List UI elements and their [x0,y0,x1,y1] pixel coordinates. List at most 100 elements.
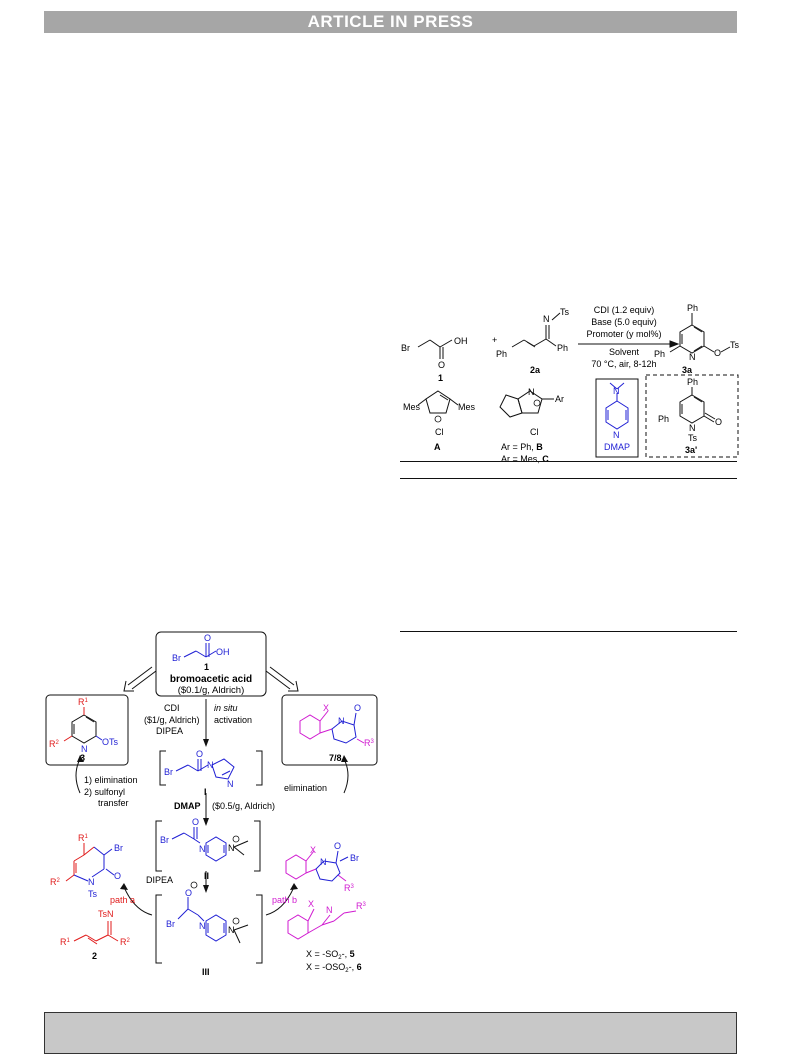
path-b-label: path b [272,895,297,905]
product-ph-left: Ph [654,349,665,359]
left-int-n: N [88,877,95,887]
right-int-r3: R3 [344,883,355,893]
cdi-price: ($1/g, Aldrich) [144,715,200,725]
table-header-rule [400,478,737,479]
promoter-bc-n: N [528,387,535,397]
left-int-o: O [114,871,121,881]
step-elimination-right: elimination [284,783,327,793]
sub56-n: N [326,905,333,915]
int2-o: O [192,817,199,827]
left-int-r2: R2 [50,877,61,887]
promoter-a-mes-right: Mes [458,402,476,412]
top-o: O [204,633,211,643]
insitu-label: in situ [214,703,238,713]
condition-solvent: Solvent [609,347,640,357]
reagent2-ph-right: Ph [557,343,568,353]
box78-n: N [338,716,345,726]
top-oh: OH [216,647,230,657]
left-int-br: Br [114,843,123,853]
step-elimination: 1) elimination [84,775,138,785]
promoter-a-cl: Cl [435,427,444,437]
box78-label: 7/8 [329,753,342,763]
reagent1-oh: OH [454,336,468,346]
plus-sign: + [492,335,497,345]
reagent2-n: N [543,314,550,324]
top-label: 1 [204,662,209,672]
footer-bar [44,1012,737,1054]
sideproduct-ph-top: Ph [687,377,698,387]
condition-temperature: 70 °C, air, 8-12h [591,359,656,369]
right-int-br: Br [350,853,359,863]
int3-label: III [202,967,210,977]
sideproduct-ts: Ts [688,433,698,443]
box3-n: N [81,744,88,754]
sideproduct-ph-left: Ph [658,414,669,424]
promoter-bc-ar: Ar [555,394,564,404]
dmap-step-label: DMAP [174,801,201,811]
promoter-bc-cl: Cl [530,427,539,437]
int1-o: O [196,749,203,759]
sideproduct-o: O [715,417,722,427]
product-label: 3a [682,365,693,375]
reaction-scheme: Br OH O 1 + Ph Ph N Ts 2a CDI (1.2 equiv… [401,303,740,464]
reagent2-ph-left: Ph [496,349,507,359]
box78-x: X [323,703,329,713]
top-name: bromoacetic acid [170,674,252,685]
condition-base: Base (5.0 equiv) [591,317,657,327]
right-int-x: X [310,845,316,855]
dipea-step-label: DIPEA [146,875,173,885]
x5-caption: X = -SO2-, 5 [306,949,355,961]
sideproduct-label: 3a' [685,445,697,455]
right-int-o: O [334,841,341,851]
product-ph-top: Ph [687,303,698,313]
sub56-x: X [308,899,314,909]
int3-n2: N [228,925,235,935]
reagent2-ts: Ts [560,307,570,317]
dipea-label: DIPEA [156,726,183,736]
int2-n2: N [228,843,235,853]
box3-ots: OTs [102,737,119,747]
int1-label: I [204,787,207,797]
x6-caption: X = -OSO2-, 6 [306,962,362,974]
dmap-n-top: N [613,386,620,396]
sub2-label: 2 [92,951,97,961]
reagent2-label: 2a [530,365,541,375]
box3-r1: R1 [78,697,89,707]
right-int-n: N [320,857,327,867]
int1-n2: N [227,779,234,789]
int2-br: Br [160,835,169,845]
left-int-ts: Ts [88,889,98,899]
promoter-c-caption: Ar = Mes, C [501,454,549,464]
reagent1-br: Br [401,343,410,353]
int1-n1: N [207,760,214,770]
sub2-r1: R1 [60,937,71,947]
int3-o: O [185,888,192,898]
sub2-r2: R2 [120,937,131,947]
top-price: ($0.1/g, Aldrich) [178,685,245,696]
box3-r2: R2 [49,739,60,749]
int3-br: Br [166,919,175,929]
product-o: O [714,348,721,358]
promoter-a-label: A [434,442,441,452]
activation-label: activation [214,715,252,725]
dmap-n-ring: N [613,430,620,440]
condition-promoter: Promoter (y mol%) [586,329,661,339]
box78-o: O [354,703,361,713]
condition-cdi: CDI (1.2 equiv) [594,305,655,315]
product-ts: Ts [730,340,740,350]
table-bottom-rule [400,631,737,632]
mechanism-scheme: Br O OH 1 bromoacetic acid ($0.1/g, Aldr… [45,631,378,977]
int3-n1: N [199,921,206,931]
sideproduct-n: N [689,423,696,433]
sub56-r3: R3 [356,901,367,911]
dmap-step-price: ($0.5/g, Aldrich) [212,801,275,811]
box3-label: 3 [80,753,85,763]
dmap-label: DMAP [604,442,630,452]
step-sulfonyl: 2) sulfonyl [84,787,125,797]
cdi-label: CDI [164,703,180,713]
int2-label: II [204,871,209,881]
left-int-r1: R1 [78,833,89,843]
promoter-b-caption: Ar = Ph, B [501,442,543,452]
box78-r3: R3 [364,738,375,748]
promoter-a-mes-left: Mes [403,402,421,412]
